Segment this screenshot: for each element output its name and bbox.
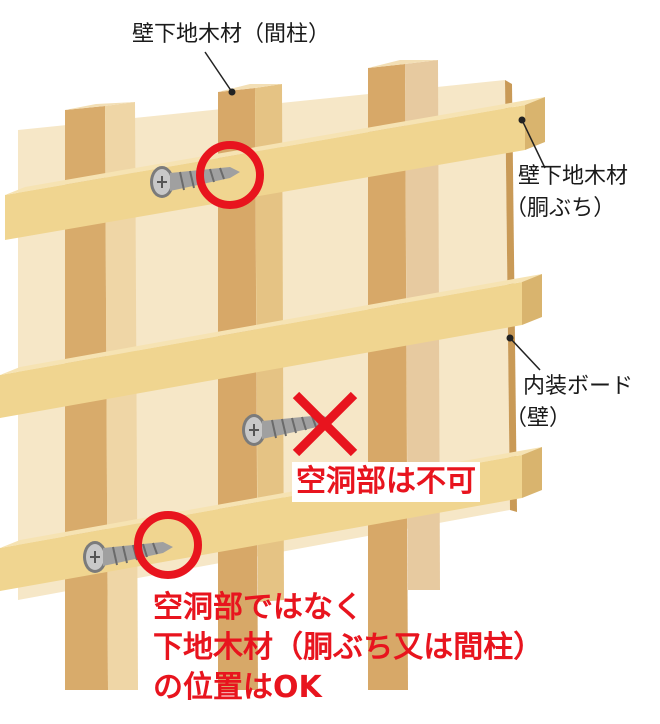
- ok-note-line1: 空洞部ではなく: [153, 590, 363, 625]
- board-leader-dot: [506, 334, 514, 342]
- stud-1-top: [65, 102, 135, 110]
- red-circle-icon: [134, 511, 202, 579]
- stud-leader-line: [204, 51, 233, 93]
- ok-note-line2: 下地木材（胴ぶち又は間柱）: [153, 630, 544, 665]
- screw-icon: [150, 166, 240, 198]
- furring-strip-middle: [0, 274, 542, 418]
- board-label-line2: （壁）: [505, 406, 572, 431]
- ok-note-line3: の位置はOK: [153, 670, 322, 705]
- stud-3: [368, 64, 408, 690]
- furring-leader-line: [521, 119, 546, 169]
- board-leader-line: [509, 337, 541, 371]
- red-circle-icon: [196, 141, 264, 209]
- red-x-icon: [292, 391, 358, 457]
- furring-leader-dot: [518, 116, 526, 124]
- stud-label: 壁下地木材（間柱）: [132, 22, 331, 47]
- furring-label-line2: （胴ぶち）: [505, 196, 616, 221]
- screw-icon: [83, 541, 173, 573]
- stud-leader-dot: [228, 88, 236, 96]
- screw-icon: [242, 414, 332, 446]
- board-label-line1: 内装ボード: [523, 374, 634, 399]
- ng-note: 空洞部は不可: [292, 462, 480, 502]
- stud-3-top: [368, 60, 438, 68]
- furring-label-line1: 壁下地木材: [518, 164, 629, 189]
